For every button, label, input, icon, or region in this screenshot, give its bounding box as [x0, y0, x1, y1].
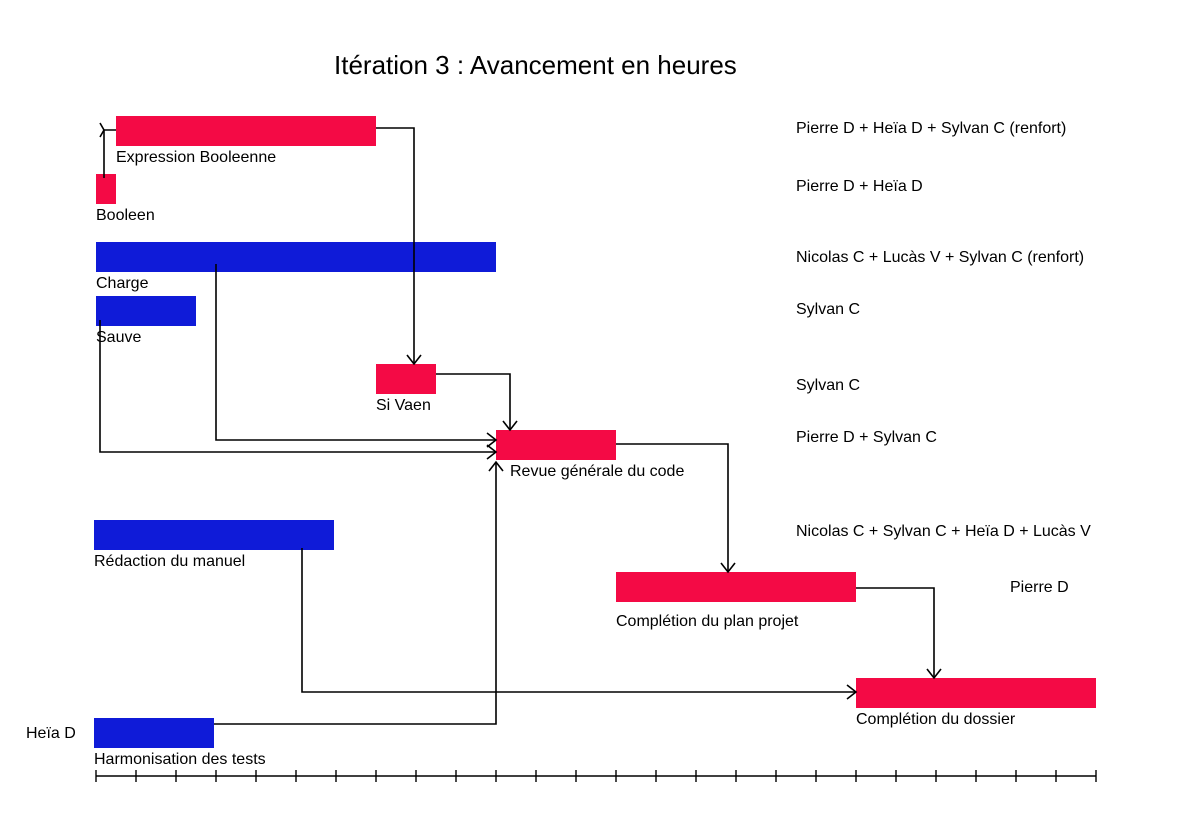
bar-completion-plan-projet [616, 572, 856, 602]
bar-booleen [96, 174, 116, 204]
bar-completion-dossier [856, 678, 1096, 708]
bar-si-vaen [376, 364, 436, 394]
assignee-completion-plan-projet: Pierre D [1010, 579, 1069, 596]
assignee-expression-booleenne: Pierre D + Heïa D + Sylvan C (renfort) [796, 120, 1067, 137]
assignee-revue-generale: Pierre D + Sylvan C [796, 429, 937, 446]
task-label-completion-plan-projet: Complétion du plan projet [616, 613, 799, 630]
bar-sauve [96, 296, 196, 326]
task-label-booleen: Booleen [96, 207, 155, 224]
bar-revue-generale [496, 430, 616, 460]
assignee-si-vaen: Sylvan C [796, 377, 861, 394]
assignee-charge: Nicolas C + Lucàs V + Sylvan C (renfort) [796, 249, 1085, 266]
task-label-charge: Charge [96, 275, 149, 292]
assignee-harmonisation-tests: Heïa D [26, 725, 76, 742]
bar-redaction-manuel [94, 520, 334, 550]
assignee-redaction-manuel: Nicolas C + Sylvan C + Heïa D + Lucàs V [796, 523, 1091, 540]
assignee-sauve: Sylvan C [796, 301, 861, 318]
task-label-completion-dossier: Complétion du dossier [856, 711, 1016, 728]
task-label-revue-generale: Revue générale du code [510, 463, 685, 480]
task-label-harmonisation-tests: Harmonisation des tests [94, 751, 266, 768]
task-label-redaction-manuel: Rédaction du manuel [94, 553, 246, 570]
task-label-si-vaen: Si Vaen [376, 397, 431, 414]
bar-expression-booleenne [116, 116, 376, 146]
timeline-ticks [95, 770, 1097, 782]
bar-charge [96, 242, 496, 272]
task-label-expression-booleenne: Expression Booleenne [116, 149, 277, 166]
task-label-sauve: Sauve [96, 329, 142, 346]
diagram-title: Itération 3 : Avancement en heures [334, 50, 737, 80]
bar-harmonisation-tests [94, 718, 214, 748]
assignee-booleen: Pierre D + Heïa D [796, 178, 923, 195]
